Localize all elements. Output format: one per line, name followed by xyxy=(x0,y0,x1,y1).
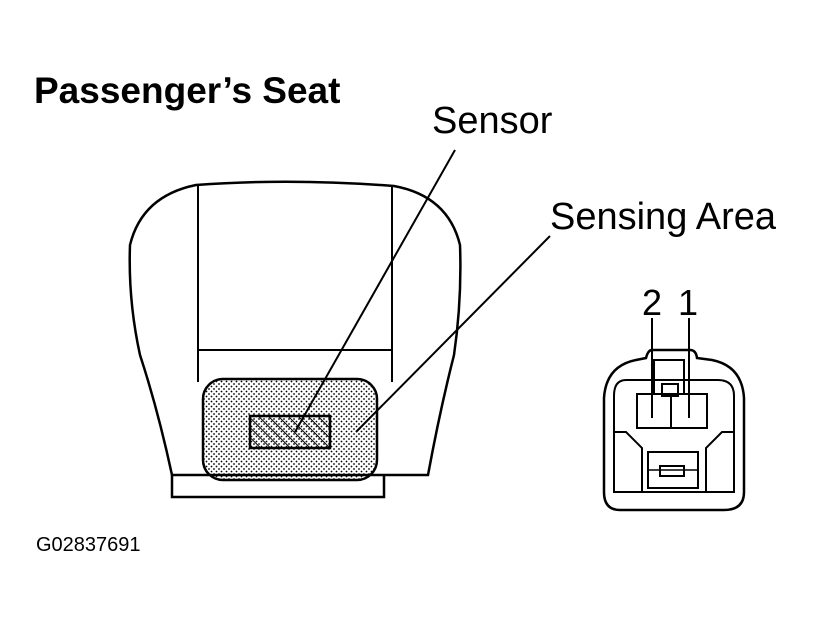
sensor-leader-line xyxy=(294,149,456,433)
sensing-area-leader-line xyxy=(355,235,551,433)
terminal-pin-2 xyxy=(636,393,672,429)
diagram-title: Passenger’s Seat xyxy=(34,70,341,111)
connector-lock-tab xyxy=(659,465,685,477)
connector-outer-body xyxy=(602,348,746,512)
seat-cushion-outline xyxy=(128,180,462,477)
sensing-area-label: Sensing Area xyxy=(550,196,777,238)
connector-inner-wall xyxy=(613,379,735,493)
sensor-label: Sensor xyxy=(432,100,553,142)
sensor-element xyxy=(248,414,332,450)
pin-1-label: 1 xyxy=(678,282,699,323)
seat-front-lip xyxy=(170,475,386,499)
figure-code: G02837691 xyxy=(36,534,141,556)
connector-lock-latch xyxy=(614,431,734,492)
pin-2-label: 2 xyxy=(642,282,663,323)
connector xyxy=(602,318,746,512)
